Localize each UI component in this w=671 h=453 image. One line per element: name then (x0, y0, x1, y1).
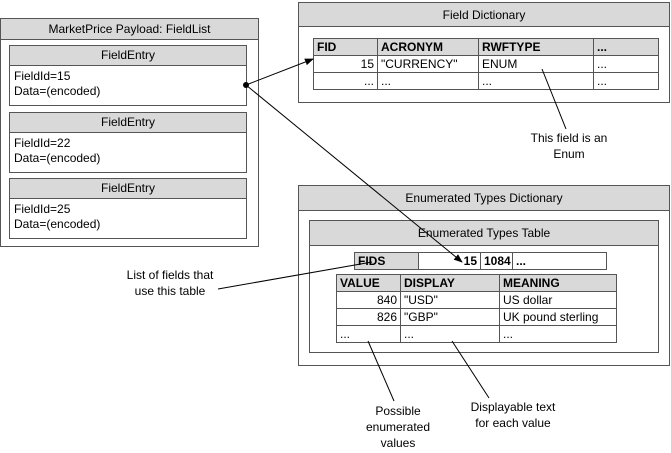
field-entry-title: FieldEntry (10, 179, 246, 199)
field-entry-3: FieldEntry FieldId=25 Data=(encoded) (9, 178, 247, 239)
enum-note-leader (541, 68, 567, 130)
values-note: Possible enumerated values (348, 403, 448, 451)
display-cell: ... (400, 325, 500, 343)
meaning-header: MEANING (499, 274, 617, 292)
field-entry-data: Data=(encoded) (14, 217, 101, 231)
more-cell: ... (593, 72, 659, 90)
fields-note-line: List of fields that (126, 268, 214, 282)
table-row: 15 "CURRENCY" ENUM ... (313, 55, 659, 73)
display-note-leader (451, 340, 490, 399)
meaning-cell: UK pound sterling (499, 308, 617, 326)
field-dictionary-title: Field Dictionary (299, 3, 669, 27)
values-note-line: Possible (375, 404, 421, 418)
fids-value: 1084 (480, 252, 513, 270)
field-entry-title: FieldEntry (10, 46, 246, 66)
values-note-line: enumerated (365, 420, 431, 434)
rwftype-cell: ENUM (478, 55, 594, 73)
values-note-line: values (380, 436, 416, 450)
field-entry-data: Data=(encoded) (14, 151, 101, 165)
fid-cell: 15 (313, 55, 378, 73)
field-entry-1: FieldEntry FieldId=15 Data=(encoded) (9, 45, 247, 106)
fields-note-line: use this table (134, 284, 206, 298)
fields-note-leader (217, 261, 373, 290)
arrow-to-field-dictionary (245, 58, 314, 86)
field-entry-2: FieldEntry FieldId=22 Data=(encoded) (9, 112, 247, 173)
enum-dictionary-title: Enumerated Types Dictionary (299, 186, 669, 211)
field-entry-id: FieldId=25 (14, 202, 71, 216)
enum-types-table-title: Enumerated Types Table (310, 221, 658, 246)
acronym-cell: "CURRENCY" (377, 55, 479, 73)
display-note-line: for each value (475, 416, 551, 430)
enum-values-table: VALUE DISPLAY MEANING 840 "USD" US dolla… (336, 274, 617, 343)
more-header: ... (593, 38, 659, 56)
table-row: ... ... ... ... (313, 72, 659, 90)
fields-note: List of fields that use this table (110, 267, 230, 299)
table-row: ... ... ... (336, 325, 617, 343)
field-entry-data: Data=(encoded) (14, 84, 101, 98)
payload-title: MarketPrice Payload: FieldList (1, 19, 258, 40)
rwftype-cell: ... (478, 72, 594, 90)
display-note: Displayable text for each value (458, 399, 568, 431)
enum-note: This field is an Enum (514, 130, 624, 162)
fids-value: ... (512, 252, 607, 270)
enum-note-line: Enum (553, 147, 585, 161)
rwftype-header: RWFTYPE (478, 38, 594, 56)
arrow-to-fids-15 (245, 84, 463, 263)
values-note-leader (367, 340, 395, 402)
meaning-cell: ... (499, 325, 617, 343)
field-dictionary-table: FID ACRONYM RWFTYPE ... 15 "CURRENCY" EN… (313, 38, 659, 90)
fids-row: FIDS 15 1084 ... (354, 252, 607, 270)
display-note-line: Displayable text (470, 400, 556, 414)
table-row: 840 "USD" US dollar (336, 291, 617, 309)
fids-label: FIDS (354, 252, 419, 270)
field-entry-title: FieldEntry (10, 113, 246, 133)
enum-note-line: This field is an (530, 131, 608, 145)
field-entry-id: FieldId=22 (14, 136, 71, 150)
field-entry-id: FieldId=15 (14, 69, 71, 83)
